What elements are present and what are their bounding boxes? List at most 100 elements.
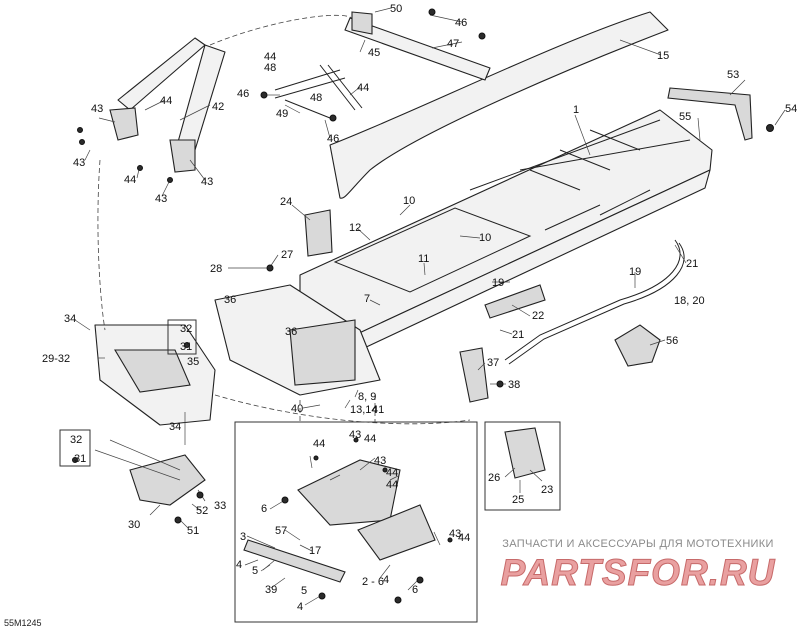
- callout-46c: 46: [327, 133, 339, 145]
- callout-44i: 44: [386, 479, 398, 491]
- track-guard-panel: [329, 11, 669, 199]
- callout-5b: 5: [301, 585, 307, 597]
- callout-12: 12: [349, 222, 361, 234]
- callout-34b: 34: [169, 421, 181, 433]
- callout-48b: 48: [310, 92, 322, 104]
- callout-52: 52: [196, 505, 208, 517]
- callout-21b: 21: [512, 329, 524, 341]
- front-nose: [94, 324, 216, 426]
- callout-31b: 31: [74, 453, 86, 465]
- callout-28: 28: [210, 263, 222, 275]
- callout-25: 25: [512, 494, 524, 506]
- watermark-logo: PARTSFOR.RU: [500, 552, 776, 593]
- callout-44d: 44: [357, 82, 369, 94]
- callout-labels: 1 3 4 4 4 5 5 6 6 7 8, 9 10 10 11 12 13,…: [42, 3, 797, 613]
- callout-44a: 44: [160, 95, 172, 107]
- callout-43a: 43: [91, 103, 103, 115]
- callout-3: 3: [240, 531, 246, 543]
- callout-54: 54: [785, 103, 797, 115]
- callout-43d: 43: [201, 176, 213, 188]
- callout-51: 51: [187, 525, 199, 537]
- inset-box-bracket: [484, 421, 561, 511]
- callout-41: 41: [372, 404, 384, 416]
- callout-22: 22: [532, 310, 544, 322]
- inset-box-main: [234, 421, 478, 623]
- callout-6a: 6: [261, 503, 267, 515]
- callout-5a: 5: [252, 565, 258, 577]
- steering-column: [109, 37, 226, 173]
- callout-4c: 4: [383, 574, 389, 586]
- callout-36a: 36: [224, 294, 236, 306]
- callout-13-14: 13,14: [350, 404, 378, 416]
- callout-34a: 34: [64, 313, 76, 325]
- callout-36b: 36: [285, 326, 297, 338]
- callout-29-32: 29-32: [42, 353, 70, 365]
- callout-43g: 43: [449, 528, 461, 540]
- footrest: [484, 284, 546, 319]
- callout-56: 56: [666, 335, 678, 347]
- drawing-code: 55M1245: [4, 618, 42, 628]
- callout-17: 17: [309, 545, 321, 557]
- callout-15: 15: [657, 50, 669, 62]
- callout-35: 35: [187, 356, 199, 368]
- callout-44c: 44: [264, 51, 276, 63]
- callout-box-32: [167, 319, 197, 355]
- callout-40: 40: [291, 403, 303, 415]
- running-board-rail: [504, 239, 685, 365]
- callout-44h: 44: [458, 532, 470, 544]
- callout-38: 38: [508, 379, 520, 391]
- callout-21a: 21: [686, 258, 698, 270]
- callout-4b: 4: [297, 601, 303, 613]
- skid-plate: [129, 454, 206, 506]
- upper-brace: [344, 11, 491, 81]
- callout-19a: 19: [492, 277, 504, 289]
- callout-44e: 44: [313, 438, 325, 450]
- callout-1: 1: [573, 104, 579, 116]
- callout-6b: 6: [412, 584, 418, 596]
- callout-2-6: 2 - 6: [362, 576, 384, 588]
- callout-53: 53: [727, 69, 739, 81]
- link-rods: [274, 64, 363, 119]
- hardware-bolts: [72, 8, 774, 604]
- callout-32b: 32: [70, 434, 82, 446]
- callout-37: 37: [487, 357, 499, 369]
- dashed-lines: [97, 14, 471, 425]
- callout-43e: 43: [349, 429, 361, 441]
- watermark: ЗАПЧАСТИ И АКСЕССУАРЫ ДЛЯ МОТОТЕХНИКИ PA…: [488, 538, 788, 593]
- callout-33: 33: [214, 500, 226, 512]
- callout-46b: 46: [237, 88, 249, 100]
- callout-50: 50: [390, 3, 402, 15]
- callout-8-9: 8, 9: [358, 391, 376, 403]
- bracket-37: [459, 347, 489, 403]
- callout-box-32b: [59, 429, 91, 467]
- callout-30: 30: [128, 519, 140, 531]
- callout-47: 47: [447, 38, 459, 50]
- callout-23: 23: [541, 484, 553, 496]
- callout-39: 39: [265, 584, 277, 596]
- callout-44f: 44: [364, 433, 376, 445]
- callout-43f: 43: [374, 455, 386, 467]
- callout-42: 42: [212, 101, 224, 113]
- callout-27: 27: [281, 249, 293, 261]
- callout-43b: 43: [73, 157, 85, 169]
- callout-46a: 46: [455, 17, 467, 29]
- watermark-caption: ЗАПЧАСТИ И АКСЕССУАРЫ ДЛЯ МОТОТЕХНИКИ: [502, 538, 774, 550]
- callout-19b: 19: [629, 266, 641, 278]
- callout-7: 7: [364, 293, 370, 305]
- callout-32a: 32: [180, 323, 192, 335]
- callout-49: 49: [276, 108, 288, 120]
- front-frame: [214, 284, 381, 396]
- callout-57: 57: [275, 525, 287, 537]
- callout-11: 11: [418, 253, 429, 265]
- callout-26: 26: [488, 472, 500, 484]
- callout-45: 45: [368, 47, 380, 59]
- callout-18-20: 18, 20: [674, 295, 705, 307]
- callout-31a: 31: [180, 341, 192, 353]
- callout-48a: 48: [264, 62, 276, 74]
- callout-44b: 44: [124, 174, 136, 186]
- rear-bumper: [667, 87, 753, 141]
- callout-43c: 43: [155, 193, 167, 205]
- callout-10a: 10: [403, 195, 415, 207]
- callout-4a: 4: [236, 559, 242, 571]
